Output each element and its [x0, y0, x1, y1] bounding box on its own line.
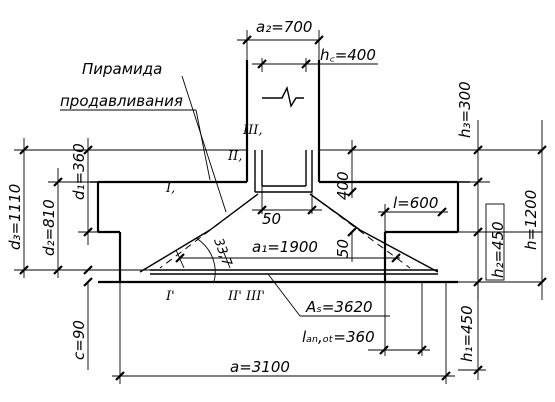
section-I-mark [175, 249, 185, 269]
foundation-outline [90, 60, 470, 284]
section-II: II, [227, 149, 242, 164]
label-h3: h₃=300 [456, 81, 474, 138]
label-a: a=3100 [230, 358, 290, 376]
title-line2: продавливания [60, 92, 183, 110]
punching-pyramid [139, 193, 439, 273]
label-a1: a₁=1900 [252, 238, 318, 256]
label-lan: lₐₙ,ₒₜ=360 [302, 328, 375, 346]
label-50a: 50 [262, 210, 281, 228]
label-d3: d₃=1110 [6, 184, 24, 250]
section-II-mark [221, 247, 231, 269]
dim-lan [368, 282, 430, 356]
label-l: l=600 [393, 194, 438, 212]
label-d1: d₁=360 [70, 143, 88, 200]
section-IIp-IIIp: II' III' [227, 289, 265, 304]
dim-hc [252, 58, 378, 72]
dim-right [319, 120, 547, 300]
as-leader [267, 273, 301, 317]
section-I: I, [165, 181, 175, 196]
label-h1: h₁=450 [458, 305, 476, 362]
dim-a2 [237, 30, 324, 60]
label-angle: 33,7 [210, 236, 234, 269]
label-c: c=90 [70, 320, 88, 360]
h2-frame [485, 203, 505, 281]
label-hc: h꜀=400 [320, 46, 376, 64]
title-line1: Пирамида [82, 60, 162, 78]
dim-50 [252, 186, 357, 262]
label-As: Aₛ=3620 [305, 298, 373, 316]
dim-h1 [458, 282, 486, 380]
angle-arc [195, 237, 216, 283]
label-d2: d₂=810 [40, 199, 58, 256]
label-h2: h₂=450 [489, 221, 507, 278]
dim-l [378, 204, 448, 232]
rebar-line [150, 269, 438, 275]
label-a2: a₂=700 [256, 18, 312, 36]
dim-400 [347, 140, 357, 198]
dim-left [14, 138, 247, 370]
label-h: h=1200 [522, 190, 540, 250]
dim-a [112, 282, 455, 384]
pyramid-leader [60, 75, 227, 213]
label-400: 400 [334, 171, 352, 200]
section-Ip: I' [165, 289, 175, 304]
section-III: III, [242, 123, 263, 138]
label-50b: 50 [334, 239, 352, 258]
